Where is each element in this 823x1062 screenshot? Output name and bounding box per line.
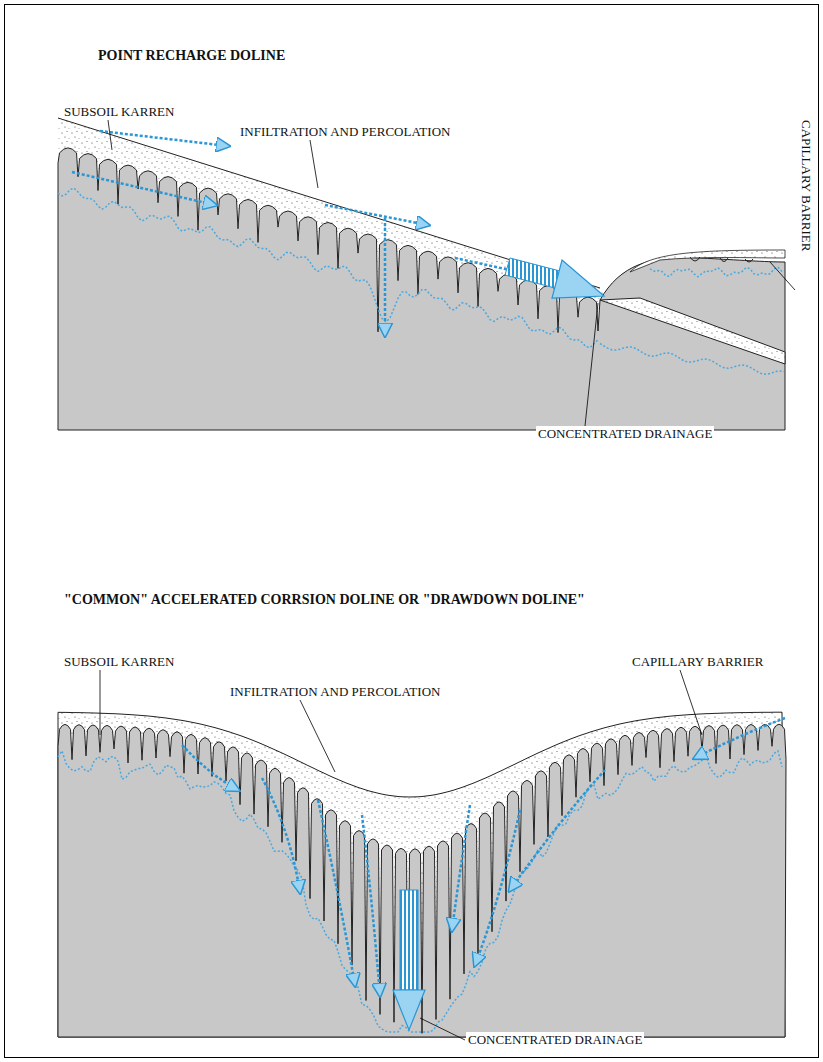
panel-title: POINT RECHARGE DOLINE (96, 48, 287, 63)
bedrock (58, 148, 785, 430)
soil-fill (58, 712, 785, 1037)
flow-arrows (182, 718, 785, 995)
soil-cap (630, 250, 785, 272)
capillary-line (650, 267, 782, 277)
panel-title: "COMMON" ACCELERATED CORRSION DOLINE OR … (62, 592, 587, 607)
soil-wedge (600, 298, 785, 364)
callout-label: CONCENTRATED DRAINAGE (466, 1032, 644, 1047)
callout-label: CONCENTRATED DRAINAGE (536, 426, 714, 441)
callout-label: SUBSOIL KARREN (62, 654, 176, 669)
vertical-label: CAPILLARY BARRIER (799, 118, 814, 253)
capillary-line (58, 751, 782, 1032)
callout-label: SUBSOIL KARREN (62, 104, 176, 119)
capillary-line (58, 188, 598, 348)
soil-fill (58, 118, 785, 430)
flow-arrows (72, 131, 578, 335)
callout-label: INFILTRATION AND PERCOLATION (238, 124, 452, 139)
leader-lines (100, 670, 702, 1040)
page-frame (5, 5, 819, 1058)
concentrated-drainage-arrow (505, 258, 604, 298)
callout-label: CAPILLARY BARRIER (630, 654, 765, 669)
leader-lines (108, 120, 795, 426)
bedrock (58, 724, 786, 1037)
bulge-karren (690, 257, 753, 262)
concentrated-drainage-arrow (393, 890, 425, 1030)
capillary-line (600, 344, 784, 375)
callout-label: INFILTRATION AND PERCOLATION (228, 684, 442, 699)
